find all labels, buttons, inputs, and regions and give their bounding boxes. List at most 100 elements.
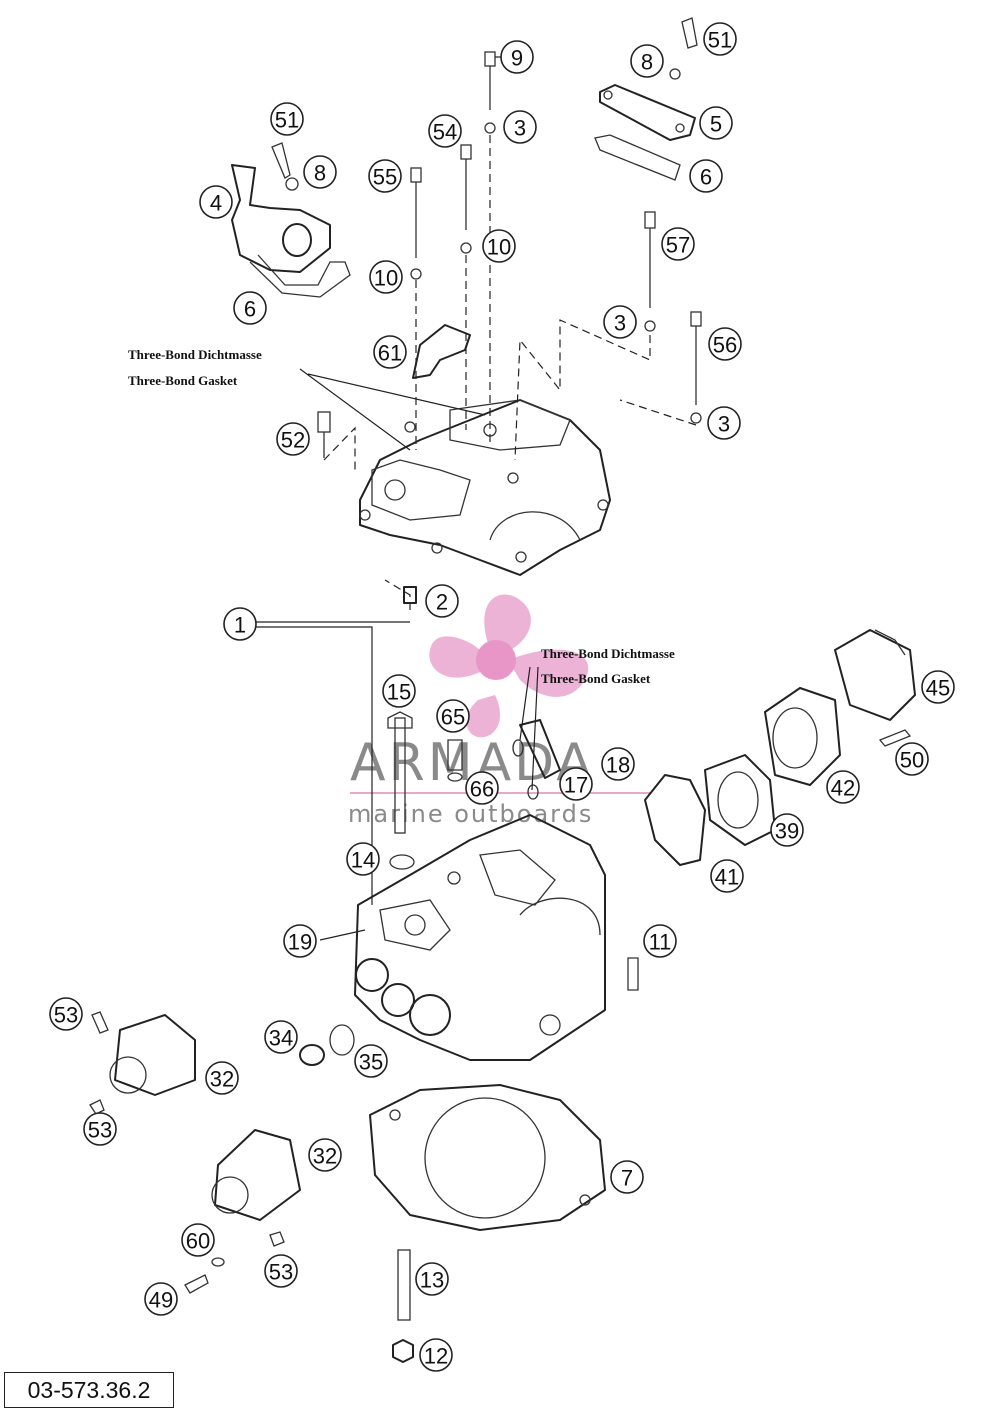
- callout-label: 55: [373, 165, 397, 190]
- callout-circle: [368, 159, 402, 193]
- callout-label: 2: [436, 590, 448, 615]
- cylinder-head-cover: [359, 399, 611, 576]
- callout-label: 3: [718, 412, 730, 437]
- callout-32: 32: [205, 1061, 239, 1095]
- callout-circle: [921, 670, 955, 704]
- callout-label: 1: [234, 613, 246, 638]
- callout-circle: [559, 767, 593, 801]
- callout-circle: [270, 102, 304, 136]
- callout-19: 19: [283, 924, 317, 958]
- callout-label: 8: [641, 50, 653, 75]
- callout-circle: [382, 674, 416, 708]
- callout-label: 65: [441, 705, 465, 730]
- callout-label: 19: [288, 930, 312, 955]
- callout-circle: [661, 227, 695, 261]
- callout-label: 8: [314, 161, 326, 186]
- callout-14: 14: [346, 842, 380, 876]
- callout-circle: [308, 1138, 342, 1172]
- callout-circle: [826, 770, 860, 804]
- callout-label: 54: [433, 120, 457, 145]
- callout-54: 54: [428, 114, 462, 148]
- callout-circle: [500, 40, 534, 74]
- callout-6: 6: [233, 291, 267, 325]
- callout-circle: [144, 1282, 178, 1316]
- callout-circle: [264, 1020, 298, 1054]
- callout-label: 6: [244, 297, 256, 322]
- callout-label: 53: [269, 1260, 293, 1285]
- callout-32: 32: [308, 1138, 342, 1172]
- callout-5: 5: [699, 106, 733, 140]
- document-code: 03-573.36.2: [27, 1377, 151, 1403]
- callout-3: 3: [603, 305, 637, 339]
- callout-label: 9: [511, 46, 523, 71]
- callout-circle: [703, 22, 737, 56]
- callout-circle: [643, 924, 677, 958]
- chain-guide-bracket: [412, 324, 471, 379]
- callout-label: 45: [926, 676, 950, 701]
- callout-label: 17: [564, 773, 588, 798]
- callout-circle: [415, 1262, 449, 1296]
- callout-label: 6: [700, 165, 712, 190]
- callout-label: 3: [514, 116, 526, 141]
- callout-3: 3: [707, 406, 741, 440]
- leader-lines: [255, 56, 539, 941]
- callout-label: 49: [149, 1288, 173, 1313]
- callout-label: 4: [210, 191, 222, 216]
- callout-circle: [369, 260, 403, 294]
- callout-circle: [603, 305, 637, 339]
- callout-label: 41: [715, 865, 739, 890]
- callout-circle: [710, 859, 744, 893]
- callout-17: 17: [559, 767, 593, 801]
- callout-label: 39: [775, 819, 799, 844]
- callout-circle: [699, 106, 733, 140]
- callout-60: 60: [181, 1223, 215, 1257]
- callout-circle: [233, 291, 267, 325]
- callout-circle: [283, 924, 317, 958]
- callout-4: 4: [199, 185, 233, 219]
- callout-label: 66: [470, 777, 494, 802]
- callout-label: 42: [831, 776, 855, 801]
- callout-circle: [419, 1338, 453, 1372]
- callout-label: 51: [708, 28, 732, 53]
- callout-label: 56: [713, 333, 737, 358]
- callout-15: 15: [382, 674, 416, 708]
- callout-circle: [436, 699, 470, 733]
- callout-label: 50: [900, 748, 924, 773]
- callout-label: 53: [88, 1118, 112, 1143]
- callout-label: 10: [487, 235, 511, 260]
- callout-label: 15: [387, 680, 411, 705]
- lower-note-en: Three-Bond Gasket: [541, 671, 651, 686]
- callout-label: 51: [275, 108, 299, 133]
- callout-label: 32: [313, 1144, 337, 1169]
- callout-52: 52: [276, 422, 310, 456]
- upper-note-en: Three-Bond Gasket: [128, 373, 238, 388]
- callout-circle: [689, 159, 723, 193]
- callout-label: 34: [269, 1026, 293, 1051]
- cylinder-head: [354, 814, 606, 1061]
- callout-circle: [601, 747, 635, 781]
- callout-circle: [373, 335, 407, 369]
- callout-13: 13: [415, 1262, 449, 1296]
- callout-circle: [205, 1061, 239, 1095]
- callout-circle: [770, 813, 804, 847]
- callout-61: 61: [373, 335, 407, 369]
- callout-label: 13: [420, 1268, 444, 1293]
- lower-note-de: Three-Bond Dichtmasse: [541, 646, 675, 661]
- callout-label: 52: [281, 428, 305, 453]
- callout-53: 53: [49, 997, 83, 1031]
- callout-50: 50: [895, 742, 929, 776]
- callout-53: 53: [264, 1254, 298, 1288]
- callout-circle: [199, 185, 233, 219]
- callout-56: 56: [708, 327, 742, 361]
- callout-label: 12: [424, 1344, 448, 1369]
- callout-circle: [303, 155, 337, 189]
- callout-circle: [346, 842, 380, 876]
- callout-circle: [354, 1044, 388, 1078]
- callout-49: 49: [144, 1282, 178, 1316]
- callout-circle: [708, 327, 742, 361]
- callout-label: 14: [351, 848, 375, 873]
- callout-label: 7: [621, 1166, 633, 1191]
- callout-8: 8: [303, 155, 337, 189]
- callout-10: 10: [482, 229, 516, 263]
- callout-42: 42: [826, 770, 860, 804]
